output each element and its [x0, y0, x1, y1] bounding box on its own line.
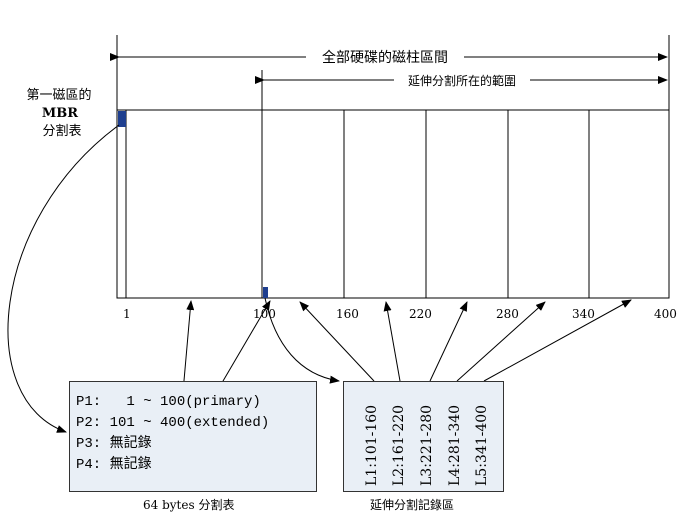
partition-row-p3: P3: 無記錄 — [76, 436, 152, 452]
l4-pointer-arrow — [456, 301, 546, 382]
disk-cylinder-area — [116, 109, 670, 299]
mbr-label-line1: 第一磁區的 — [26, 87, 91, 103]
logical-record-l2: L2:161-220 — [391, 404, 407, 486]
logical-record-l5: L5:341-400 — [474, 404, 490, 486]
extended-records-table: L1:101-160 L2:161-220 L3:221-280 L4:281-… — [343, 381, 504, 492]
extended-table-caption: 延伸分割記錄區 — [370, 498, 455, 512]
extended-range-label: 延伸分割所在的範圍 — [408, 73, 516, 88]
tick-label: 400 — [654, 307, 677, 321]
tick-label: 1 — [123, 307, 131, 321]
mbr-marker — [118, 111, 126, 127]
partition-row-p4: P4: 無記錄 — [76, 457, 152, 473]
tick-label: 280 — [496, 307, 519, 321]
full-disk-label-bg — [306, 48, 464, 66]
logical-record-l1: L1:101-160 — [364, 404, 380, 486]
tick-label: 340 — [572, 307, 595, 321]
partition-row-p2: P2: 101 ~ 400(extended) — [76, 415, 270, 431]
l3-pointer-arrow — [429, 301, 468, 382]
l5-pointer-arrow — [483, 299, 632, 382]
primary-table-caption: 64 bytes 分割表 — [143, 498, 235, 512]
primary-partition-table: P1: 1 ~ 100(primary) P2: 101 ~ 400(exten… — [69, 381, 317, 492]
axis-ticks: 1 100 160 220 280 340 400 — [123, 307, 677, 321]
tick-label: 160 — [336, 307, 359, 321]
extended-label-bg — [394, 73, 530, 88]
mbr-label-line2: MBR — [42, 106, 78, 121]
tick-label: 220 — [409, 307, 432, 321]
logical-record-l4: L4:281-340 — [447, 404, 463, 486]
logical-record-l3: L3:221-280 — [419, 404, 435, 486]
l2-pointer-arrow — [383, 301, 401, 382]
mbr-to-table-arrow — [7, 124, 120, 433]
l1-pointer-arrow — [299, 301, 375, 382]
partition-row-p1: P1: 1 ~ 100(primary) — [76, 394, 261, 410]
extended-marker — [263, 287, 268, 298]
p1-pointer-arrow — [182, 300, 195, 393]
full-disk-range-label: 全部硬碟的磁柱區間 — [322, 49, 448, 66]
tick-label: 100 — [253, 307, 276, 321]
mbr-label-line3: 分割表 — [42, 123, 81, 139]
extended-to-records-arrow — [264, 297, 340, 384]
